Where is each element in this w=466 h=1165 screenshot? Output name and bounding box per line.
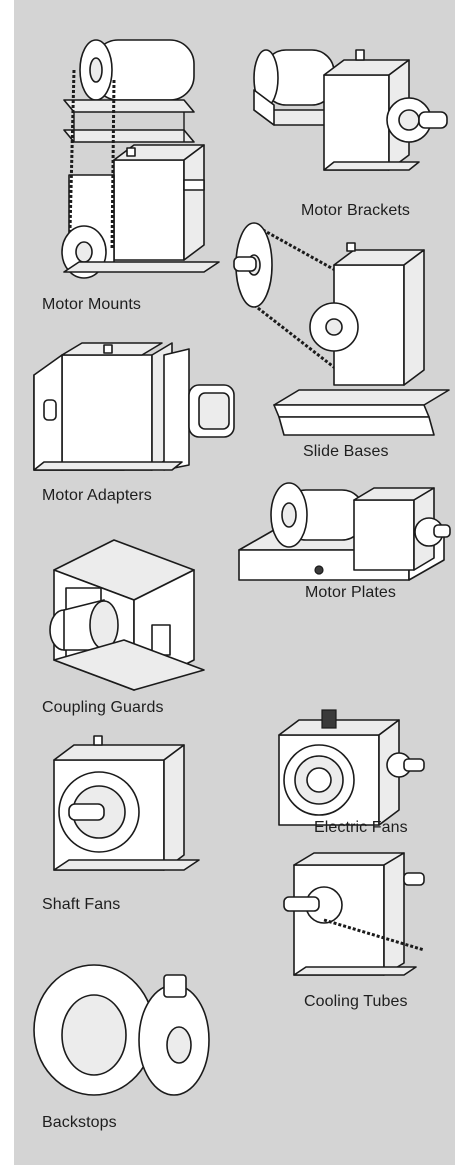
accessory-label: Backstops: [42, 1114, 117, 1131]
shaft-fan-icon: [53, 735, 200, 871]
motor-adapter-icon: [33, 342, 235, 471]
shaft-fans-item: Shaft Fans: [14, 730, 244, 920]
motor-adapters-item: Motor Adapters: [14, 335, 244, 515]
accessory-label: Motor Plates: [305, 584, 397, 601]
accessories-panel: Motor Mounts Motor Brackets: [14, 0, 455, 1165]
electric-fan-icon: [278, 709, 425, 826]
accessory-label: Shaft Fans: [42, 896, 121, 913]
motor-bracket-icon: [253, 49, 448, 171]
accessory-label: Cooling Tubes: [304, 993, 408, 1010]
coupling-guards-item: Coupling Guards: [14, 530, 244, 730]
cooling-tubes-item: Cooling Tubes: [244, 845, 455, 1020]
backstop-icon: [33, 964, 210, 1096]
coupling-guard-icon: [49, 539, 205, 691]
backstops-item: Backstops: [14, 950, 244, 1140]
slide-base-icon: [233, 222, 450, 436]
accessory-label: Motor Adapters: [42, 487, 152, 504]
electric-fans-item: Electric Fans: [234, 705, 455, 855]
accessory-label: Slide Bases: [303, 443, 389, 460]
accessory-label: Electric Fans: [314, 819, 408, 836]
accessory-label: Motor Brackets: [301, 202, 410, 219]
cooling-tube-icon: [283, 852, 425, 976]
motor-mount-icon: [61, 39, 220, 279]
motor-plates-item: Motor Plates: [229, 470, 455, 690]
accessory-label: Coupling Guards: [42, 699, 164, 716]
motor-plate-icon: [238, 482, 451, 581]
accessory-label: Motor Mounts: [42, 296, 142, 313]
motor-brackets-item: Motor Brackets: [244, 30, 455, 230]
slide-bases-item: Slide Bases: [224, 205, 455, 475]
motor-mounts-item: Motor Mounts: [14, 0, 234, 320]
